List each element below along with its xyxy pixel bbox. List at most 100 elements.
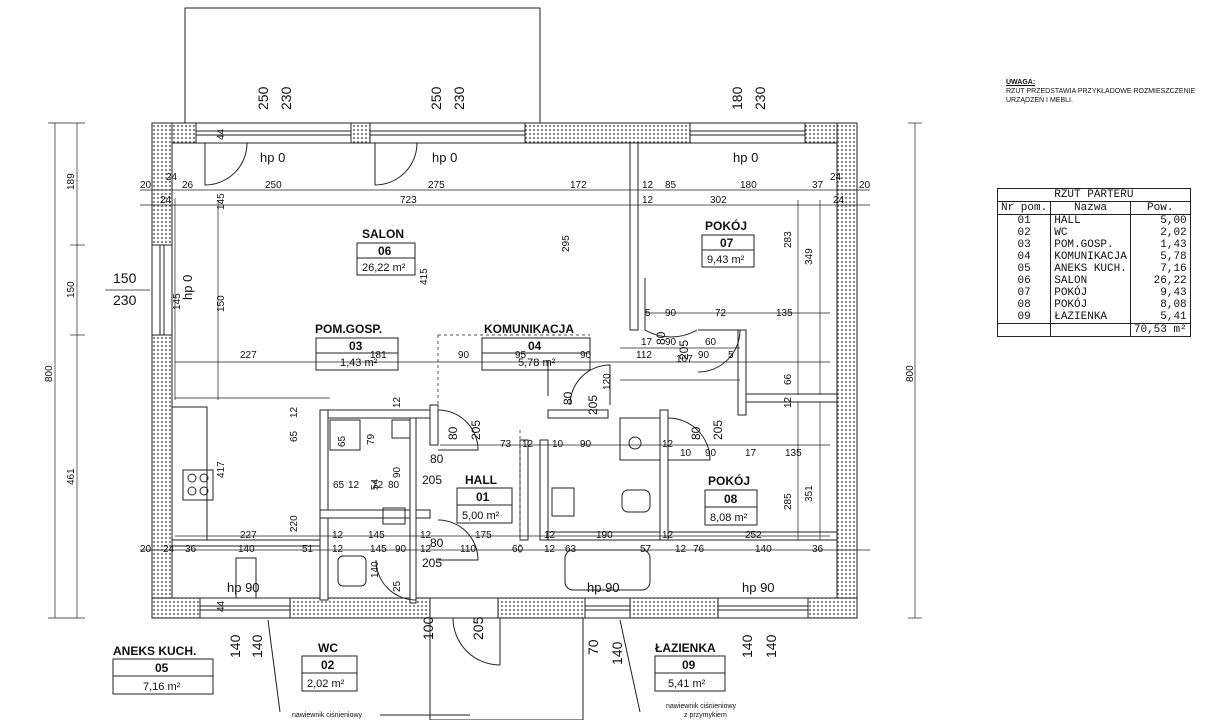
overall-dim: 800: [905, 365, 916, 382]
wc-dims: 65 12 12 80 25 140 90 120 44 79 65 54: [216, 373, 613, 612]
svg-text:07: 07: [720, 236, 734, 250]
room-label-lazienka: ŁAZIENKA 09 5,41 m²: [654, 641, 726, 692]
svg-text:24: 24: [833, 195, 845, 206]
left-dim: 461: [66, 468, 77, 485]
kitchen-fixtures: [182, 417, 661, 599]
svg-text:220: 220: [289, 515, 300, 532]
room-label-komunikacja: KOMUNIKACJA 04 5,78 m²: [481, 322, 591, 371]
svg-text:5,41 m²: 5,41 m²: [668, 678, 706, 690]
bottom-dims: 227 51 12 145 12 175 12 190 12 252 20 24…: [140, 530, 824, 555]
svg-text:145: 145: [216, 193, 227, 210]
svg-text:7,16 m²: 7,16 m²: [143, 681, 181, 693]
svg-text:17: 17: [745, 448, 757, 459]
window-dim: 140: [609, 641, 625, 665]
svg-text:135: 135: [785, 448, 802, 459]
window-dim: 70: [585, 639, 601, 655]
svg-text:90: 90: [698, 350, 710, 361]
svg-text:WC: WC: [318, 641, 338, 655]
entrance-step: [429, 617, 584, 720]
svg-text:76: 76: [693, 544, 705, 555]
svg-text:60: 60: [705, 337, 717, 348]
svg-text:HALL: HALL: [465, 473, 497, 487]
svg-text:90: 90: [665, 308, 677, 319]
svg-text:140: 140: [238, 544, 255, 555]
svg-text:205: 205: [422, 473, 442, 487]
terrace-outline: [184, 7, 541, 124]
room-label-wc: WC 02 2,02 m²: [301, 641, 358, 692]
svg-text:24: 24: [160, 195, 172, 206]
svg-text:351: 351: [804, 485, 815, 502]
svg-text:90: 90: [392, 466, 403, 478]
svg-text:ANEKS KUCH.: ANEKS KUCH.: [113, 644, 196, 658]
svg-text:80: 80: [388, 480, 400, 491]
svg-text:112: 112: [636, 350, 652, 361]
table-header: Pow.: [1129, 201, 1191, 215]
svg-text:175: 175: [475, 530, 492, 541]
svg-text:349: 349: [804, 248, 815, 265]
window-dim: 230: [752, 86, 768, 110]
svg-text:12: 12: [420, 530, 432, 541]
svg-text:nawiewnik ciśnieniowy: nawiewnik ciśnieniowy: [292, 712, 363, 719]
svg-text:12: 12: [544, 530, 556, 541]
svg-text:20: 20: [140, 180, 152, 191]
sill-label: hp 90: [227, 580, 260, 595]
svg-text:12: 12: [783, 396, 794, 408]
svg-text:80: 80: [689, 426, 703, 440]
svg-text:90: 90: [395, 544, 407, 555]
svg-text:8,08 m²: 8,08 m²: [710, 512, 748, 524]
svg-text:5,00 m²: 5,00 m²: [462, 510, 500, 522]
svg-text:145: 145: [370, 544, 387, 555]
svg-text:72: 72: [715, 308, 727, 319]
svg-text:1,43 m²: 1,43 m²: [340, 357, 378, 369]
svg-text:20: 20: [140, 544, 152, 555]
svg-text:44: 44: [216, 128, 227, 140]
svg-text:140: 140: [755, 544, 772, 555]
svg-text:65: 65: [337, 435, 348, 447]
svg-text:205: 205: [422, 556, 442, 570]
dimension-lines: [48, 122, 922, 619]
inner-walls: [171, 142, 838, 604]
remark-title: UWAGA:: [1006, 79, 1036, 86]
svg-text:85: 85: [665, 180, 677, 191]
svg-text:03: 03: [349, 339, 363, 353]
vent-annotations: nawiewnik ciśnieniowy nawiewnik ciśnieni…: [292, 703, 737, 719]
middle-dims: 227 181 90 95 90 112 90 5 5 90 72 135 17…: [240, 308, 793, 365]
svg-text:12: 12: [289, 406, 300, 418]
svg-text:02: 02: [321, 658, 335, 672]
svg-text:10: 10: [552, 439, 564, 450]
svg-text:80: 80: [654, 331, 668, 345]
svg-text:01: 01: [476, 490, 490, 504]
sill-heights: hp 0 hp 0 hp 0 hp 0 hp 90 hp 90 hp 90: [180, 150, 775, 595]
svg-text:05: 05: [155, 661, 169, 675]
sill-label: hp 0: [180, 275, 195, 300]
window-dim: 230: [278, 86, 294, 110]
svg-text:181: 181: [370, 350, 387, 361]
window-dim: 140: [763, 634, 779, 658]
svg-text:60: 60: [512, 544, 524, 555]
left-dim: 189: [66, 173, 77, 190]
svg-text:KOMUNIKACJA: KOMUNIKACJA: [484, 322, 574, 336]
svg-text:140: 140: [370, 561, 381, 578]
vertical-dims: 44 145 150 417 415 295 283 349 66 12 285…: [172, 128, 815, 532]
svg-text:63: 63: [565, 544, 577, 555]
remark-line: RZUT PRZEDSTAWIA PRZYKŁADOWE ROZMIESZCZE…: [1006, 88, 1196, 95]
annotation-pointers: [267, 619, 641, 716]
svg-text:250: 250: [265, 180, 282, 191]
room-label-aneks: ANEKS KUCH. 05 7,16 m²: [112, 644, 214, 695]
svg-text:285: 285: [783, 493, 794, 510]
sill-label: hp 90: [742, 580, 775, 595]
svg-text:80: 80: [561, 391, 575, 405]
window-dim: 180: [729, 86, 745, 110]
svg-text:9,43 m²: 9,43 m²: [707, 254, 745, 266]
svg-text:09: 09: [682, 658, 696, 672]
svg-text:275: 275: [428, 180, 445, 191]
svg-text:283: 283: [783, 231, 794, 248]
sill-label: hp 0: [733, 150, 758, 165]
svg-text:2,02 m²: 2,02 m²: [307, 678, 345, 690]
svg-text:08: 08: [724, 492, 738, 506]
svg-text:25: 25: [392, 580, 403, 592]
overall-dim: 800: [44, 365, 55, 382]
